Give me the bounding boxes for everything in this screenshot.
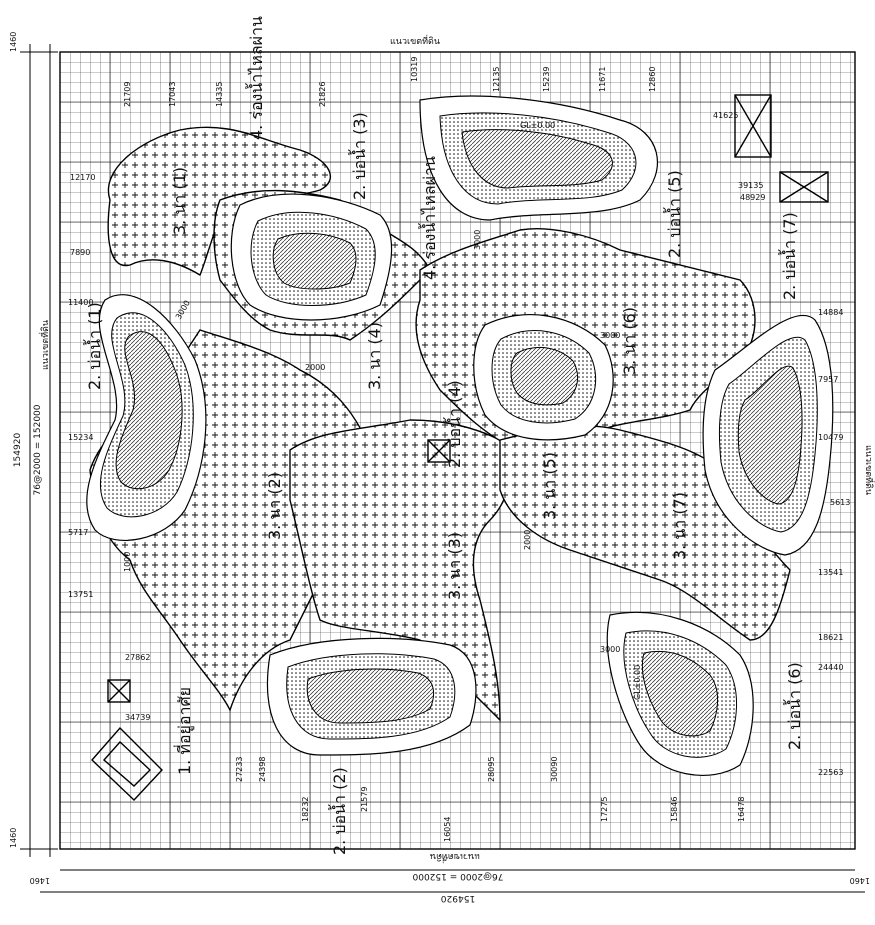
label-pond-5: 2. บ่อน้ำ (5) — [663, 170, 684, 258]
dim-total-left: 154920 — [13, 433, 23, 468]
dim-bottom-3: 21579 — [360, 787, 369, 812]
box-symbol — [427, 439, 451, 463]
pond-7 — [702, 314, 834, 556]
contour-label-2: 2000 — [305, 363, 325, 372]
dim-margin-bottom: 1460 — [9, 828, 18, 848]
dim-bottom-2: 18232 — [301, 797, 310, 822]
dim-bottom-0: 27233 — [235, 757, 244, 782]
box-symbol-2 — [107, 679, 131, 703]
contour-label-6: 1000 — [123, 552, 132, 572]
pond-2 — [266, 637, 477, 756]
border-top-label: แนวเขตที่ดิน — [390, 34, 440, 47]
dim-bottom-7: 17275 — [600, 797, 609, 822]
label-pond-7: 2. บ่อน้ำ (7) — [778, 212, 799, 300]
dim-bottom-6: 30090 — [550, 757, 559, 782]
label-field-4: 3. นา (4) — [365, 322, 384, 390]
label-pond-6: 2. บ่อน้ำ (6) — [783, 662, 804, 750]
dim-top-7: 11671 — [598, 67, 607, 92]
label-residence: 1. ที่อยู่อาศัย — [173, 687, 195, 775]
dim-right-10: 22563 — [818, 768, 843, 777]
contour-label-3: 3000 — [473, 230, 482, 250]
dim-top-5: 12135 — [492, 67, 501, 92]
border-left-label: แนวเขตที่ดิน — [38, 320, 51, 370]
dim-margin-top: 1460 — [9, 32, 18, 52]
label-pond-3: 2. บ่อน้ำ (3) — [348, 112, 369, 200]
label-field-5: 3. นา (5) — [540, 452, 559, 520]
label-ditch-top: 4. ร่องน้ำไหลผ่าน — [245, 16, 266, 140]
house-symbol — [734, 94, 772, 158]
label-pond-1: 2. บ่อน้ำ (1) — [83, 302, 104, 390]
dim-total-bottom: 154920 — [441, 893, 476, 903]
pond-5 — [419, 95, 658, 221]
pond-6 — [606, 611, 754, 776]
pond-1 — [86, 294, 207, 541]
contour-label-9: GL±0.00 — [520, 121, 555, 130]
dim-left-2: 11400 — [68, 298, 93, 307]
ponds — [86, 95, 834, 776]
border-bottom-label: แนวเขตที่ดิน — [430, 851, 480, 864]
dim-top-4: 10319 — [410, 57, 419, 82]
dim-bottom-9: 16478 — [737, 797, 746, 822]
dim-grid-bottom: 76@2000 = 152000 — [412, 871, 503, 881]
dim-left-3: 15234 — [68, 433, 93, 442]
contour-label-5: 2000 — [523, 530, 532, 550]
dim-bottom-5: 28095 — [487, 757, 496, 782]
shed-symbol — [779, 171, 829, 203]
contour-label-7: 3000 — [600, 645, 620, 654]
dim-margin-br: 1460 — [850, 876, 870, 885]
dim-bottom-4: 16054 — [443, 817, 452, 842]
dim-right-2: 48929 — [740, 193, 765, 202]
label-ditch-mid: 4. ร่องน้ำไหลผ่าน — [418, 156, 439, 280]
dim-right-8: 18621 — [818, 633, 843, 642]
dim-right-7: 13541 — [818, 568, 843, 577]
label-pond-2: 2. บ่อน้ำ (2) — [328, 767, 349, 855]
label-field-7: 3. นา (7) — [670, 492, 689, 560]
dim-right-6: 5613 — [830, 498, 850, 507]
pond-4 — [473, 314, 614, 441]
residence-symbol — [91, 726, 163, 801]
dimension-lines — [20, 44, 865, 893]
label-pond-4: 2. บ่อน้ำ (4) — [443, 380, 464, 468]
dim-top-3: 21826 — [318, 82, 327, 107]
dim-right-9: 24440 — [818, 663, 843, 672]
dim-left-1: 7890 — [70, 248, 90, 257]
label-field-2: 3. นา (2) — [265, 472, 284, 540]
dim-right-0: 41625 — [713, 111, 738, 120]
contour-label-4: 3000 — [600, 331, 620, 340]
dim-right-3: 14884 — [818, 308, 843, 317]
border-right-label: แนวเขตที่ดิน — [863, 445, 875, 495]
dim-top-0: 21709 — [123, 82, 132, 107]
contour-label-8: GL±0.00 — [633, 665, 642, 700]
dim-left-6: 27862 — [125, 653, 150, 662]
dim-left-5: 13751 — [68, 590, 93, 599]
dim-bottom-8: 15846 — [670, 797, 679, 822]
dim-right-4: 7957 — [818, 375, 838, 384]
dim-top-2: 14335 — [215, 82, 224, 107]
dim-left-7: 34739 — [125, 713, 150, 722]
label-field-3: 3. นา (3) — [445, 532, 464, 600]
dim-margin-bl: 1460 — [30, 876, 50, 885]
dim-top-8: 12860 — [648, 67, 657, 92]
dim-left-0: 12170 — [70, 173, 95, 182]
pond-3 — [230, 193, 393, 321]
dim-top-6: 15239 — [542, 67, 551, 92]
label-field-1: 3. นา (1) — [170, 167, 189, 235]
dim-top-1: 17043 — [168, 82, 177, 107]
dim-left-4: 5717 — [68, 528, 88, 537]
dim-right-5: 10479 — [818, 433, 843, 442]
dim-right-1: 39135 — [738, 181, 763, 190]
label-field-6: 3. นา (6) — [620, 307, 639, 375]
dim-grid-left: 76@2000 = 152000 — [33, 404, 43, 495]
symbols — [91, 94, 829, 801]
dim-bottom-1: 24398 — [258, 757, 267, 782]
